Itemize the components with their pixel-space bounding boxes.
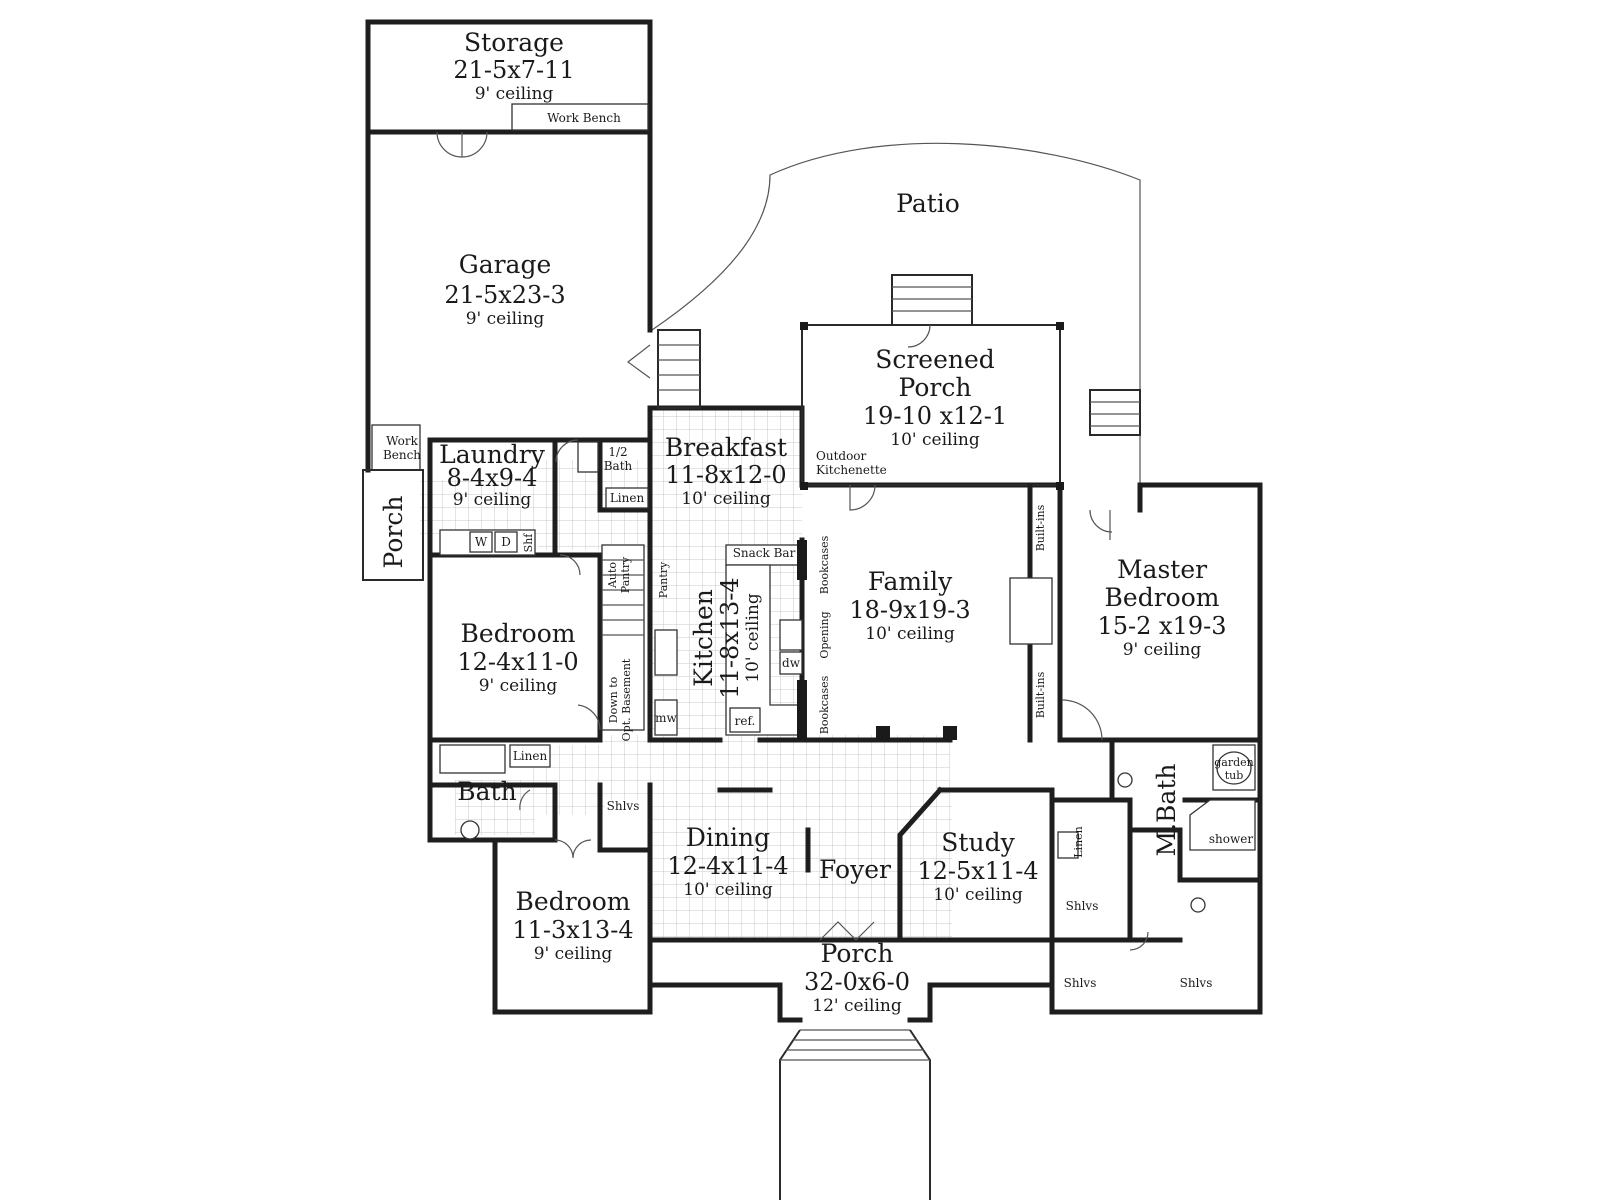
patio-name: Patio (896, 189, 960, 218)
front-porch-name: Porch (821, 939, 894, 968)
study-name: Study (941, 828, 1015, 857)
down-to-basement-label-2: Opt. Basement (620, 658, 633, 741)
family-ceiling: 10' ceiling (865, 624, 955, 644)
foyer-name: Foyer (819, 855, 891, 884)
half-bath-label-2: Bath (604, 459, 633, 473)
linen-label-mbath: Linen (1072, 826, 1085, 858)
snack-bar-label: Snack Bar (733, 546, 796, 560)
room-labels: Storage 21-5x7-11 9' ceiling Garage 21-5… (379, 28, 1227, 1016)
auto-pantry-label-1: Auto (606, 562, 619, 589)
study-dims: 12-5x11-4 (917, 857, 1038, 885)
shower-label: shower (1209, 832, 1253, 846)
front-porch-ceiling: 12' ceiling (812, 996, 902, 1016)
opening-label: Opening (818, 611, 831, 658)
bedroom-1-ceiling: 9' ceiling (479, 676, 558, 696)
screened-porch-walls (657, 274, 1141, 490)
bedroom-2-dims: 11-3x13-4 (512, 916, 633, 944)
shelves-label-hall: Shlvs (607, 799, 640, 813)
dishwasher-label: dw (782, 656, 801, 670)
family-dims: 18-9x19-3 (849, 596, 970, 624)
screened-porch-ceiling: 10' ceiling (890, 430, 980, 450)
garage-name: Garage (459, 250, 552, 279)
fixtures (439, 441, 1256, 913)
side-porch-name: Porch (379, 496, 408, 569)
master-bedroom-dims: 15-2 x19-3 (1098, 612, 1227, 640)
outdoor-kitchenette-label-1: Outdoor (816, 449, 867, 463)
bedroom-2-ceiling: 9' ceiling (534, 944, 613, 964)
laundry-name: Laundry (439, 440, 546, 469)
screened-porch-dims: 19-10 x12-1 (863, 402, 1007, 430)
linen-label-half-bath: Linen (610, 491, 645, 505)
kitchen-ceiling: 10' ceiling (743, 593, 763, 683)
bedroom-2-name: Bedroom (516, 887, 631, 916)
kitchen-name: Kitchen (689, 589, 718, 687)
garden-tub-label-1: garden (1214, 756, 1254, 769)
built-ins-label-1: Built-ins (1034, 504, 1047, 551)
shelf-label: Shf (522, 533, 535, 553)
garage-dims: 21-5x23-3 (444, 281, 565, 309)
half-bath-label-1: 1/2 (608, 445, 627, 459)
dining-dims: 12-4x11-4 (667, 852, 788, 880)
garden-tub-label-2: tub (1225, 769, 1244, 782)
patio-outline (651, 142, 1141, 485)
breakfast-dims: 11-8x12-0 (665, 461, 786, 489)
shelves-label-mbath-1: Shlvs (1066, 899, 1099, 913)
dining-name: Dining (686, 823, 770, 852)
auto-pantry-label-2: Pantry (619, 556, 632, 593)
storage-name: Storage (464, 28, 564, 57)
shelves-label-mbath-3: Shlvs (1180, 976, 1213, 990)
side-porch-walls (362, 469, 424, 581)
garage-ceiling: 9' ceiling (466, 309, 545, 329)
family-name: Family (868, 567, 953, 596)
front-porch-dims: 32-0x6-0 (804, 968, 910, 996)
microwave-label: mw (655, 711, 677, 725)
tiled-floors (420, 408, 952, 940)
storage-ceiling: 9' ceiling (475, 84, 554, 104)
breakfast-name: Breakfast (665, 433, 787, 462)
refrigerator-label: ref. (735, 714, 756, 728)
bedroom-1-name: Bedroom (461, 619, 576, 648)
laundry-ceiling: 9' ceiling (453, 490, 532, 510)
outdoor-kitchenette-label-2: Kitchenette (816, 463, 887, 477)
entry-stairs (779, 1029, 931, 1200)
master-bedroom-name2: Bedroom (1105, 583, 1220, 612)
breakfast-ceiling: 10' ceiling (681, 489, 771, 509)
kitchen-dims: 11-8x13-4 (716, 577, 744, 698)
storage-dims: 21-5x7-11 (453, 56, 574, 84)
dining-ceiling: 10' ceiling (683, 880, 773, 900)
pantry-label: Pantry (657, 561, 670, 598)
bookcases-label-1: Bookcases (818, 535, 831, 594)
m-bath-name: M.Bath (1152, 764, 1181, 857)
bath-name: Bath (457, 777, 516, 806)
work-bench-side-label-2: Bench (383, 448, 421, 462)
dryer-label: D (501, 535, 511, 549)
work-bench-top-label: Work Bench (547, 111, 621, 125)
doors (519, 324, 1149, 951)
work-bench-side-label-1: Work (386, 434, 418, 448)
shelves-label-mbath-2: Shlvs (1064, 976, 1097, 990)
down-to-basement-label-1: Down to (607, 676, 620, 723)
bedroom-1-dims: 12-4x11-0 (457, 648, 578, 676)
study-ceiling: 10' ceiling (933, 885, 1023, 905)
master-bedroom-name1: Master (1117, 555, 1207, 584)
laundry-dims: 8-4x9-4 (447, 464, 538, 492)
bookcases-label-2: Bookcases (818, 675, 831, 734)
built-ins-label-2: Built-ins (1034, 671, 1047, 718)
screened-porch-name1: Screened (875, 345, 995, 374)
fixture-labels: Work Bench Work Bench 1/2 Bath Linen Lin… (383, 111, 1254, 990)
screened-porch-name2: Porch (899, 373, 972, 402)
washer-label: W (475, 535, 488, 549)
linen-label-bath: Linen (513, 749, 548, 763)
master-bedroom-ceiling: 9' ceiling (1123, 640, 1202, 660)
